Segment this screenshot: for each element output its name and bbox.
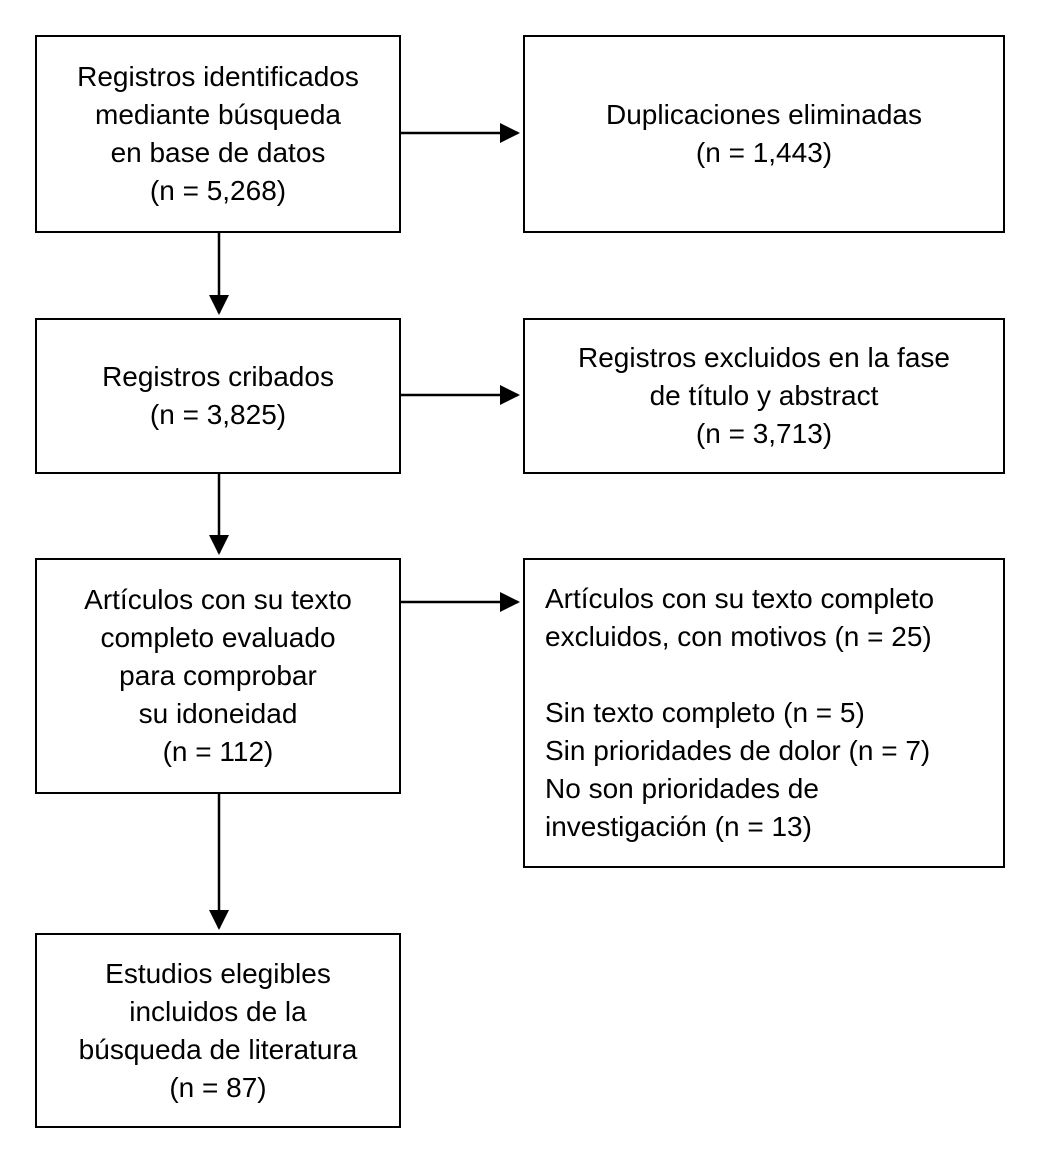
flow-box-studies-included: Estudios elegibles incluidos de la búsqu…: [35, 933, 401, 1128]
flow-box-fulltext-assessed: Artículos con su texto completo evaluado…: [35, 558, 401, 794]
flow-box-records-excluded-title-abstract-text: Registros excluidos en la fase de título…: [578, 342, 950, 449]
flow-box-records-identified: Registros identificados mediante búsqued…: [35, 35, 401, 233]
flow-box-records-screened-text: Registros cribados (n = 3,825): [102, 361, 334, 430]
flow-box-duplicates-removed-text: Duplicaciones eliminadas (n = 1,443): [606, 99, 922, 168]
flow-box-records-identified-text: Registros identificados mediante búsqued…: [77, 61, 359, 206]
flow-box-duplicates-removed: Duplicaciones eliminadas (n = 1,443): [523, 35, 1005, 233]
flow-box-studies-included-text: Estudios elegibles incluidos de la búsqu…: [78, 957, 358, 1103]
flow-box-records-screened: Registros cribados (n = 3,825): [35, 318, 401, 474]
flow-box-fulltext-excluded: Artículos con su texto completo excluido…: [523, 558, 1005, 868]
flow-box-fulltext-assessed-text: Artículos con su texto completo evaluado…: [84, 584, 352, 767]
flow-box-fulltext-excluded-text: Artículos con su texto completo excluido…: [545, 583, 935, 842]
flow-box-records-excluded-title-abstract: Registros excluidos en la fase de título…: [523, 318, 1005, 474]
